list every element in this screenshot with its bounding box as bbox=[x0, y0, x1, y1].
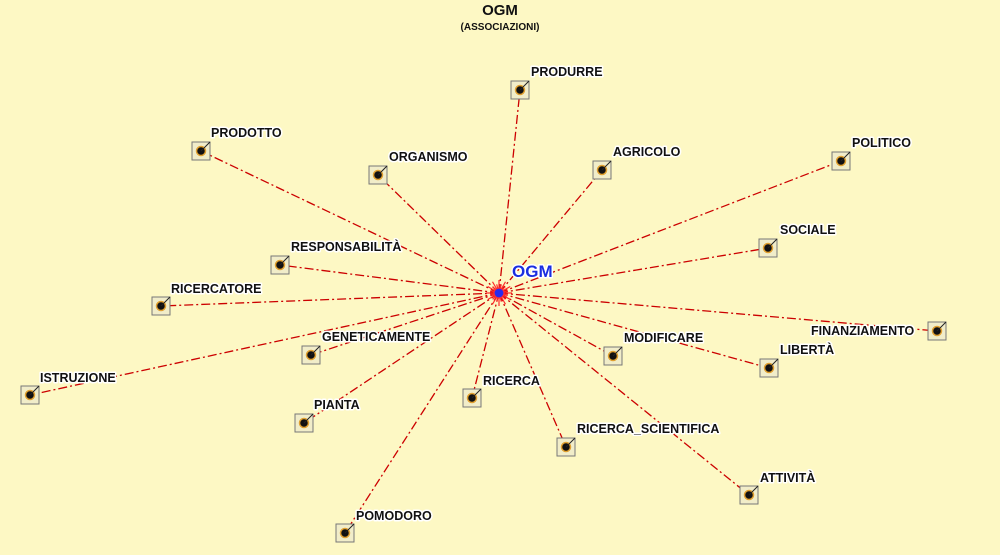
node-pointer bbox=[377, 165, 388, 176]
edge-ricerca-scientifica bbox=[498, 292, 567, 448]
node-pointer bbox=[160, 296, 171, 307]
edge-politico bbox=[498, 160, 842, 294]
edges-layer bbox=[29, 89, 938, 534]
node-pointer bbox=[200, 141, 211, 152]
node-politico[interactable]: POLITICO bbox=[831, 135, 913, 171]
node-label-agricolo: AGRICOLO bbox=[613, 145, 681, 159]
node-label-geneticamente: GENETICAMENTE bbox=[322, 330, 430, 344]
edge-ricercatore bbox=[160, 292, 500, 307]
node-pointer bbox=[519, 80, 530, 91]
node-pointer bbox=[303, 413, 314, 424]
node-pointer bbox=[601, 160, 612, 171]
node-finanziamento[interactable]: FINANZIAMENTO bbox=[810, 321, 947, 341]
diagram-title: OGM bbox=[482, 2, 518, 19]
node-label-istruzione: ISTRUZIONE bbox=[40, 371, 116, 385]
center-node-label: OGM bbox=[512, 262, 553, 281]
node-label-pomodoro: POMODORO bbox=[356, 509, 432, 523]
edge-modificare bbox=[498, 292, 614, 357]
node-pointer bbox=[565, 437, 576, 448]
node-pianta[interactable]: PIANTA bbox=[294, 397, 361, 433]
nodes-layer: PRODURRE PRODOTTO ORGANISMO AGRICOLO POLITIC… bbox=[20, 64, 947, 543]
node-label-ricerca: RICERCA bbox=[483, 374, 540, 388]
edge-prodotto bbox=[200, 150, 500, 294]
node-pointer bbox=[768, 358, 779, 369]
node-istruzione[interactable]: ISTRUZIONE bbox=[20, 370, 117, 405]
edge-istruzione bbox=[29, 292, 500, 396]
node-attivita[interactable]: ATTIVITÀ bbox=[739, 469, 817, 505]
center-node-dot bbox=[493, 287, 505, 299]
center-burst bbox=[486, 280, 512, 306]
node-label-modificare: MODIFICARE bbox=[624, 331, 703, 345]
node-label-responsabilita: RESPONSABILITÀ bbox=[291, 239, 401, 254]
node-prodotto[interactable]: PRODOTTO bbox=[191, 125, 283, 161]
node-label-attivita: ATTIVITÀ bbox=[760, 470, 815, 485]
node-produrre[interactable]: PRODURRE bbox=[510, 64, 604, 100]
node-label-sociale: SOCIALE bbox=[780, 223, 836, 237]
node-geneticamente[interactable]: GENETICAMENTE bbox=[301, 329, 432, 365]
node-pointer bbox=[936, 321, 947, 332]
edge-pomodoro bbox=[344, 292, 500, 534]
node-organismo[interactable]: ORGANISMO bbox=[368, 149, 469, 185]
node-agricolo[interactable]: AGRICOLO bbox=[592, 144, 682, 180]
node-label-ricercatore: RICERCATORE bbox=[171, 282, 262, 296]
node-liberta[interactable]: LIBERTÀ bbox=[759, 341, 836, 378]
edge-ricerca bbox=[471, 292, 500, 399]
edge-responsabilita bbox=[279, 264, 500, 294]
node-label-finanziamento: FINANZIAMENTO bbox=[811, 324, 915, 338]
edge-pianta bbox=[303, 292, 500, 424]
edge-geneticamente bbox=[310, 292, 500, 356]
node-label-organismo: ORGANISMO bbox=[389, 150, 468, 164]
node-sociale[interactable]: SOCIALE bbox=[758, 222, 837, 258]
node-label-ricerca-scientifica: RICERCA_SCIENTIFICA bbox=[577, 422, 719, 436]
diagram-subtitle: (ASSOCIAZIONI) bbox=[460, 22, 540, 33]
node-label-prodotto: PRODOTTO bbox=[211, 126, 282, 140]
edge-produrre bbox=[498, 89, 521, 294]
node-pointer bbox=[471, 388, 482, 399]
node-ricercatore[interactable]: RICERCATORE bbox=[151, 281, 263, 316]
node-label-produrre: PRODURRE bbox=[531, 65, 603, 79]
node-pointer bbox=[767, 238, 778, 249]
edge-attivita bbox=[498, 292, 750, 496]
node-modificare[interactable]: MODIFICARE bbox=[603, 330, 705, 366]
node-pointer bbox=[29, 385, 40, 396]
node-pointer bbox=[840, 151, 851, 162]
edge-organismo bbox=[377, 174, 500, 294]
edge-finanziamento bbox=[498, 292, 938, 332]
node-pomodoro[interactable]: POMODORO bbox=[335, 508, 433, 543]
edge-agricolo bbox=[498, 169, 603, 294]
node-pointer bbox=[612, 346, 623, 357]
edge-sociale bbox=[498, 247, 769, 294]
node-pointer bbox=[344, 523, 355, 534]
node-pointer bbox=[279, 255, 290, 266]
node-pointer bbox=[310, 345, 321, 356]
node-label-politico: POLITICO bbox=[852, 136, 911, 150]
node-ricerca-scientifica[interactable]: RICERCA_SCIENTIFICA bbox=[556, 421, 721, 457]
node-label-pianta: PIANTA bbox=[314, 398, 360, 412]
edge-liberta bbox=[498, 292, 770, 369]
node-ricerca[interactable]: RICERCA bbox=[462, 373, 541, 408]
node-pointer bbox=[748, 485, 759, 496]
node-responsabilita[interactable]: RESPONSABILITÀ bbox=[270, 238, 403, 275]
node-label-liberta: LIBERTÀ bbox=[780, 342, 834, 357]
